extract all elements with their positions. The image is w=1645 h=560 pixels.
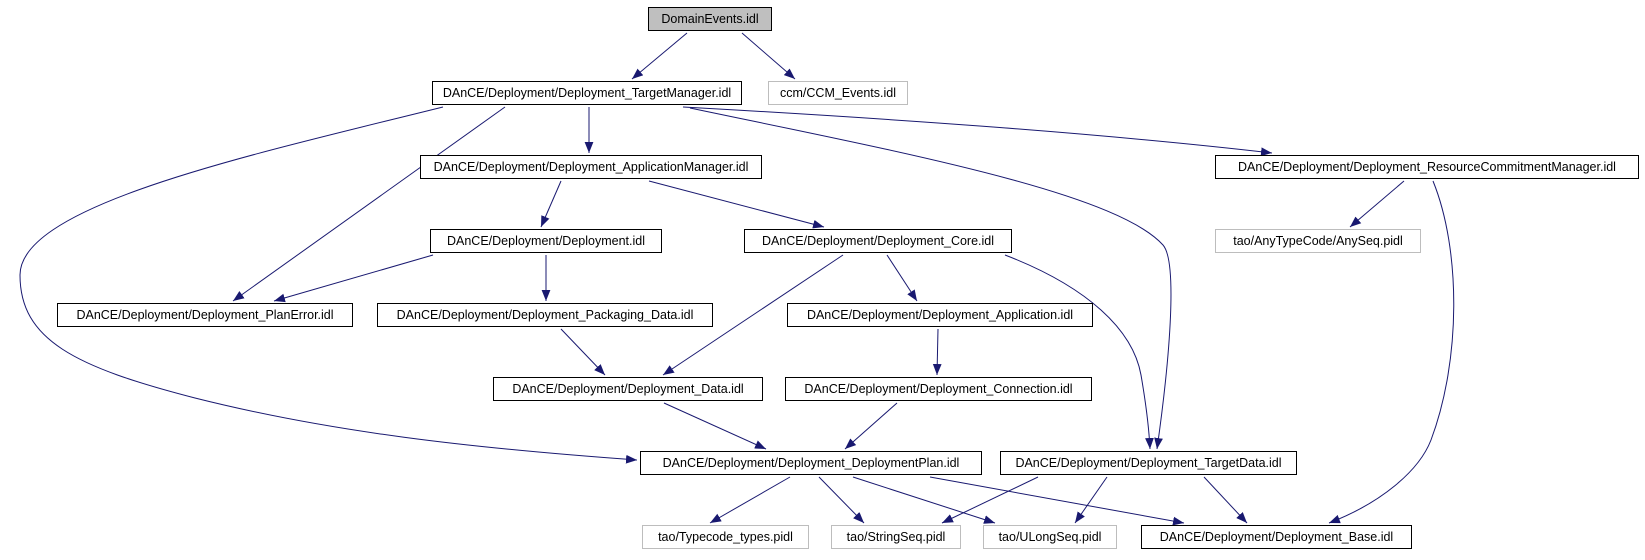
edge-target-manager-deployment-plan [19,106,638,464]
node-stringseq: tao/StringSeq.pidl [831,525,961,549]
node-ulongseq: tao/ULongSeq.pidl [983,525,1117,549]
node-deployment-target-manager[interactable]: DAnCE/Deployment/Deployment_TargetManage… [432,81,742,105]
node-deployment-connection[interactable]: DAnCE/Deployment/Deployment_Connection.i… [785,377,1092,401]
edge-resource-commitment-manager-base [1328,180,1455,524]
node-deployment-packaging-data[interactable]: DAnCE/Deployment/Deployment_Packaging_Da… [377,303,713,327]
edge-target-manager-target-data [689,107,1172,450]
node-deployment-target-data[interactable]: DAnCE/Deployment/Deployment_TargetData.i… [1000,451,1297,475]
edge-target-data-ulongseq [1074,476,1108,524]
edge-data-deployment-plan [663,402,767,450]
edge-packaging-data-data [560,328,606,376]
node-deployment-application[interactable]: DAnCE/Deployment/Deployment_Application.… [787,303,1093,327]
edge-core-target-data [1004,254,1154,450]
edge-domain-events-target-manager [631,32,688,80]
node-deployment-data[interactable]: DAnCE/Deployment/Deployment_Data.idl [493,377,763,401]
edge-domain-events-ccm-events [741,32,796,80]
node-anyseq: tao/AnyTypeCode/AnySeq.pidl [1215,229,1421,253]
node-deployment-application-manager[interactable]: DAnCE/Deployment/Deployment_ApplicationM… [420,155,762,179]
edge-deployment-plan-ulongseq [852,476,996,524]
node-deployment-plan-error[interactable]: DAnCE/Deployment/Deployment_PlanError.id… [57,303,353,327]
edge-target-manager-resource-commitment-manager [682,106,1273,157]
edge-application-connection [932,328,942,376]
edge-target-data-stringseq [941,476,1039,524]
edge-resource-commitment-manager-anyseq [1349,180,1405,228]
node-deployment-deployment-plan[interactable]: DAnCE/Deployment/Deployment_DeploymentPl… [640,451,982,475]
edge-target-manager-plan-error [232,106,506,302]
node-domain-events: DomainEvents.idl [648,7,772,31]
node-deployment-resource-commitment-manager[interactable]: DAnCE/Deployment/Deployment_ResourceComm… [1215,155,1639,179]
edge-application-manager-deployment [540,180,562,228]
edge-core-application [886,254,918,302]
edge-target-data-base [1203,476,1248,524]
node-ccm-events: ccm/CCM_Events.idl [768,81,908,105]
edge-deployment-plan-base [929,476,1185,526]
edge-application-manager-core [648,180,825,229]
node-deployment-core[interactable]: DAnCE/Deployment/Deployment_Core.idl [744,229,1012,253]
edge-deployment-plan-error [273,254,434,303]
node-typecode-types: tao/Typecode_types.pidl [642,525,809,549]
edge-deployment-plan-typecode-types [709,476,791,524]
node-deployment-base[interactable]: DAnCE/Deployment/Deployment_Base.idl [1141,525,1412,549]
edge-core-data [662,254,844,376]
node-deployment[interactable]: DAnCE/Deployment/Deployment.idl [430,229,662,253]
edge-connection-deployment-plan [844,402,898,450]
edge-deployment-plan-stringseq [818,476,865,524]
